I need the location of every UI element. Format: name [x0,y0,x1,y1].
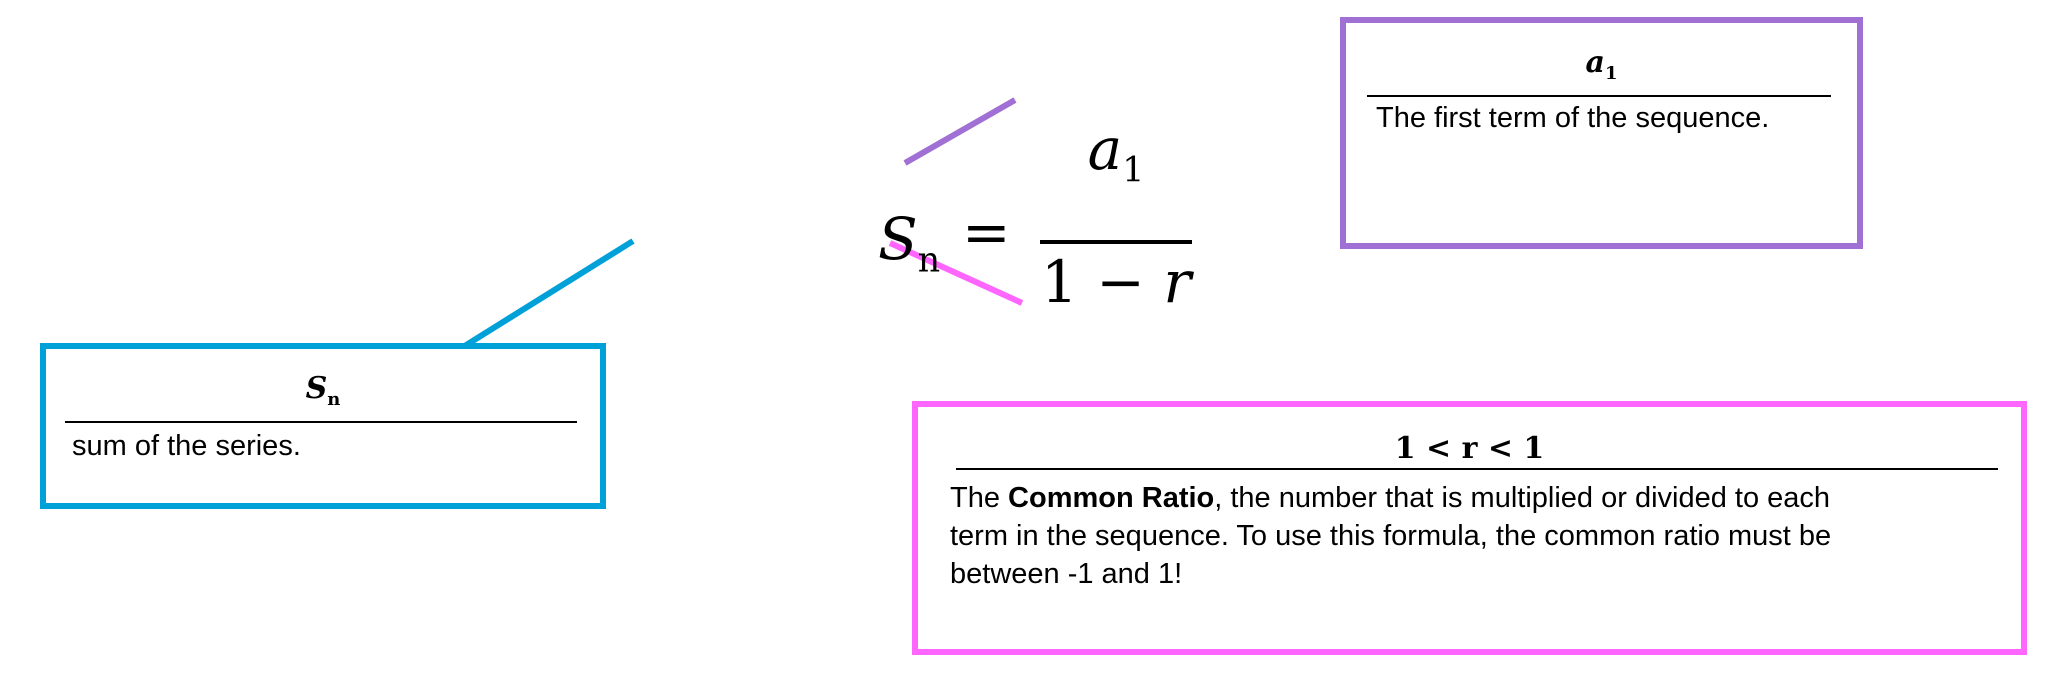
ratio-box: 1 < r < 1 The Common Ratio, the number t… [912,401,2027,655]
sum-rule [65,421,577,423]
sum-heading: Sn [305,371,341,410]
formula-denominator: 1 − r [1040,248,1192,316]
first-term-connector [903,97,1017,166]
first-term-box: a1 The first term of the sequence. [1340,17,1863,249]
sum-description: sum of the series. [72,430,301,462]
ratio-heading: 1 < r < 1 [1394,431,1545,466]
ratio-description: The Common Ratio, the number that is mul… [950,482,1832,590]
sum-box: Sn sum of the series. [40,343,606,509]
formula-equals: = [962,198,1011,266]
fraction-bar [1040,240,1192,244]
first-term-heading: a1 [1585,45,1618,84]
common-ratio-term: Common Ratio [1008,482,1215,514]
ratio-rule [956,468,1998,470]
formula-lhs: Sn [878,205,941,281]
formula-numerator: a1 [1087,115,1145,191]
ratio-connector [888,240,1024,306]
sum-connector [461,238,635,350]
first-term-description: The first term of the sequence. [1376,102,1770,134]
first-term-rule [1367,95,1831,97]
